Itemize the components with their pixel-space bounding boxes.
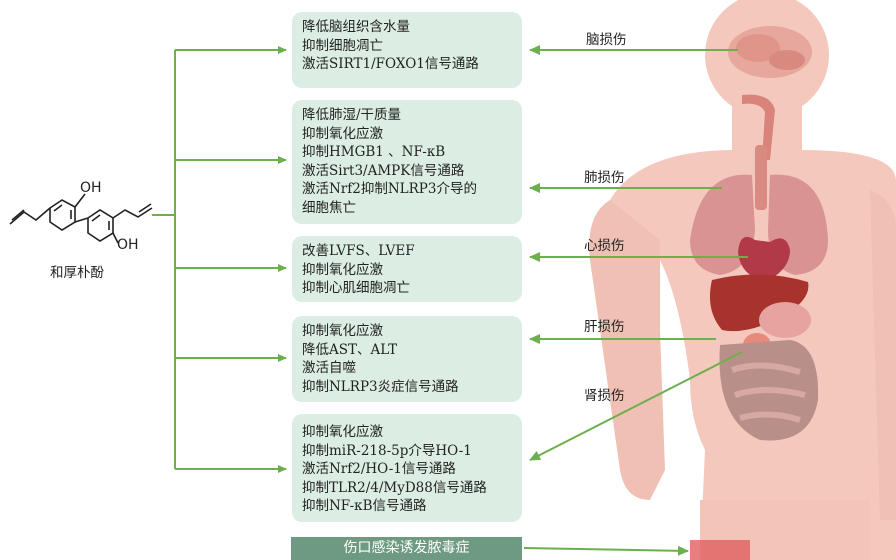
sepsis-banner: 伤口感染诱发脓毒症 [291, 537, 522, 560]
lung-injury-label: 肺损伤 [584, 166, 625, 186]
box-line: 降低AST、ALT [302, 341, 512, 360]
box-line: 激活Nrf2抑制NLRP3介导的 [302, 180, 512, 199]
box-line: 抑制氧化应激 [302, 423, 512, 442]
brain-effects-box: 降低脑组织含水量 抑制细胞凋亡 激活SIRT1/FOXO1信号通路 [292, 12, 522, 88]
compound-bracket [152, 50, 286, 469]
box-line: 抑制细胞凋亡 [302, 37, 512, 56]
box-line: 降低脑组织含水量 [302, 18, 512, 37]
lung-effects-box: 降低肺湿/干质量 抑制氧化应激 抑制HMGB1 、NF-κB 激活Sirt3/A… [292, 100, 522, 224]
box-line: 抑制心肌细胞凋亡 [302, 279, 512, 298]
box-line: 抑制TLR2/4/MyD88信号通路 [302, 479, 512, 498]
heart-injury-label: 心损伤 [584, 234, 625, 254]
box-line: 激活SIRT1/FOXO1信号通路 [302, 55, 512, 74]
box-line: 激活Sirt3/AMPK信号通路 [302, 162, 512, 181]
box-line: 抑制miR-218-5p介导HO-1 [302, 442, 512, 461]
box-line: 抑制氧化应激 [302, 261, 512, 280]
liver-injury-label: 肝损伤 [584, 315, 625, 335]
kidney-injury-label: 肾损伤 [584, 384, 625, 404]
brain-injury-label: 脑损伤 [586, 28, 627, 48]
stomach-organ [759, 302, 811, 338]
box-line: 抑制HMGB1 、NF-κB [302, 143, 512, 162]
box-line: 抑制氧化应激 [302, 322, 512, 341]
compound-name: 和厚朴酚 [50, 261, 104, 281]
liver-effects-box: 抑制氧化应激 降低AST、ALT 激活自噬 抑制NLRP3炎症信号通路 [292, 316, 522, 402]
box-line: 抑制氧化应激 [302, 125, 512, 144]
oh-label-top: OH [80, 180, 102, 196]
box-line: 细胞焦亡 [302, 199, 512, 218]
oh-label-bottom: OH [117, 237, 139, 253]
heart-effects-box: 改善LVFS、LVEF 抑制氧化应激 抑制心肌细胞凋亡 [292, 236, 522, 302]
box-line: 改善LVFS、LVEF [302, 242, 512, 261]
box-line: 抑制NF-κB信号通路 [302, 497, 512, 516]
box-line: 激活Nrf2/HO-1信号通路 [302, 460, 512, 479]
box-line: 抑制NLRP3炎症信号通路 [302, 378, 512, 397]
kidney-effects-box: 抑制氧化应激 抑制miR-218-5p介导HO-1 激活Nrf2/HO-1信号通… [292, 414, 522, 522]
brain-organ [728, 26, 812, 78]
box-line: 激活自噬 [302, 359, 512, 378]
box-line: 降低肺湿/干质量 [302, 106, 512, 125]
honokiol-structure [10, 194, 152, 243]
